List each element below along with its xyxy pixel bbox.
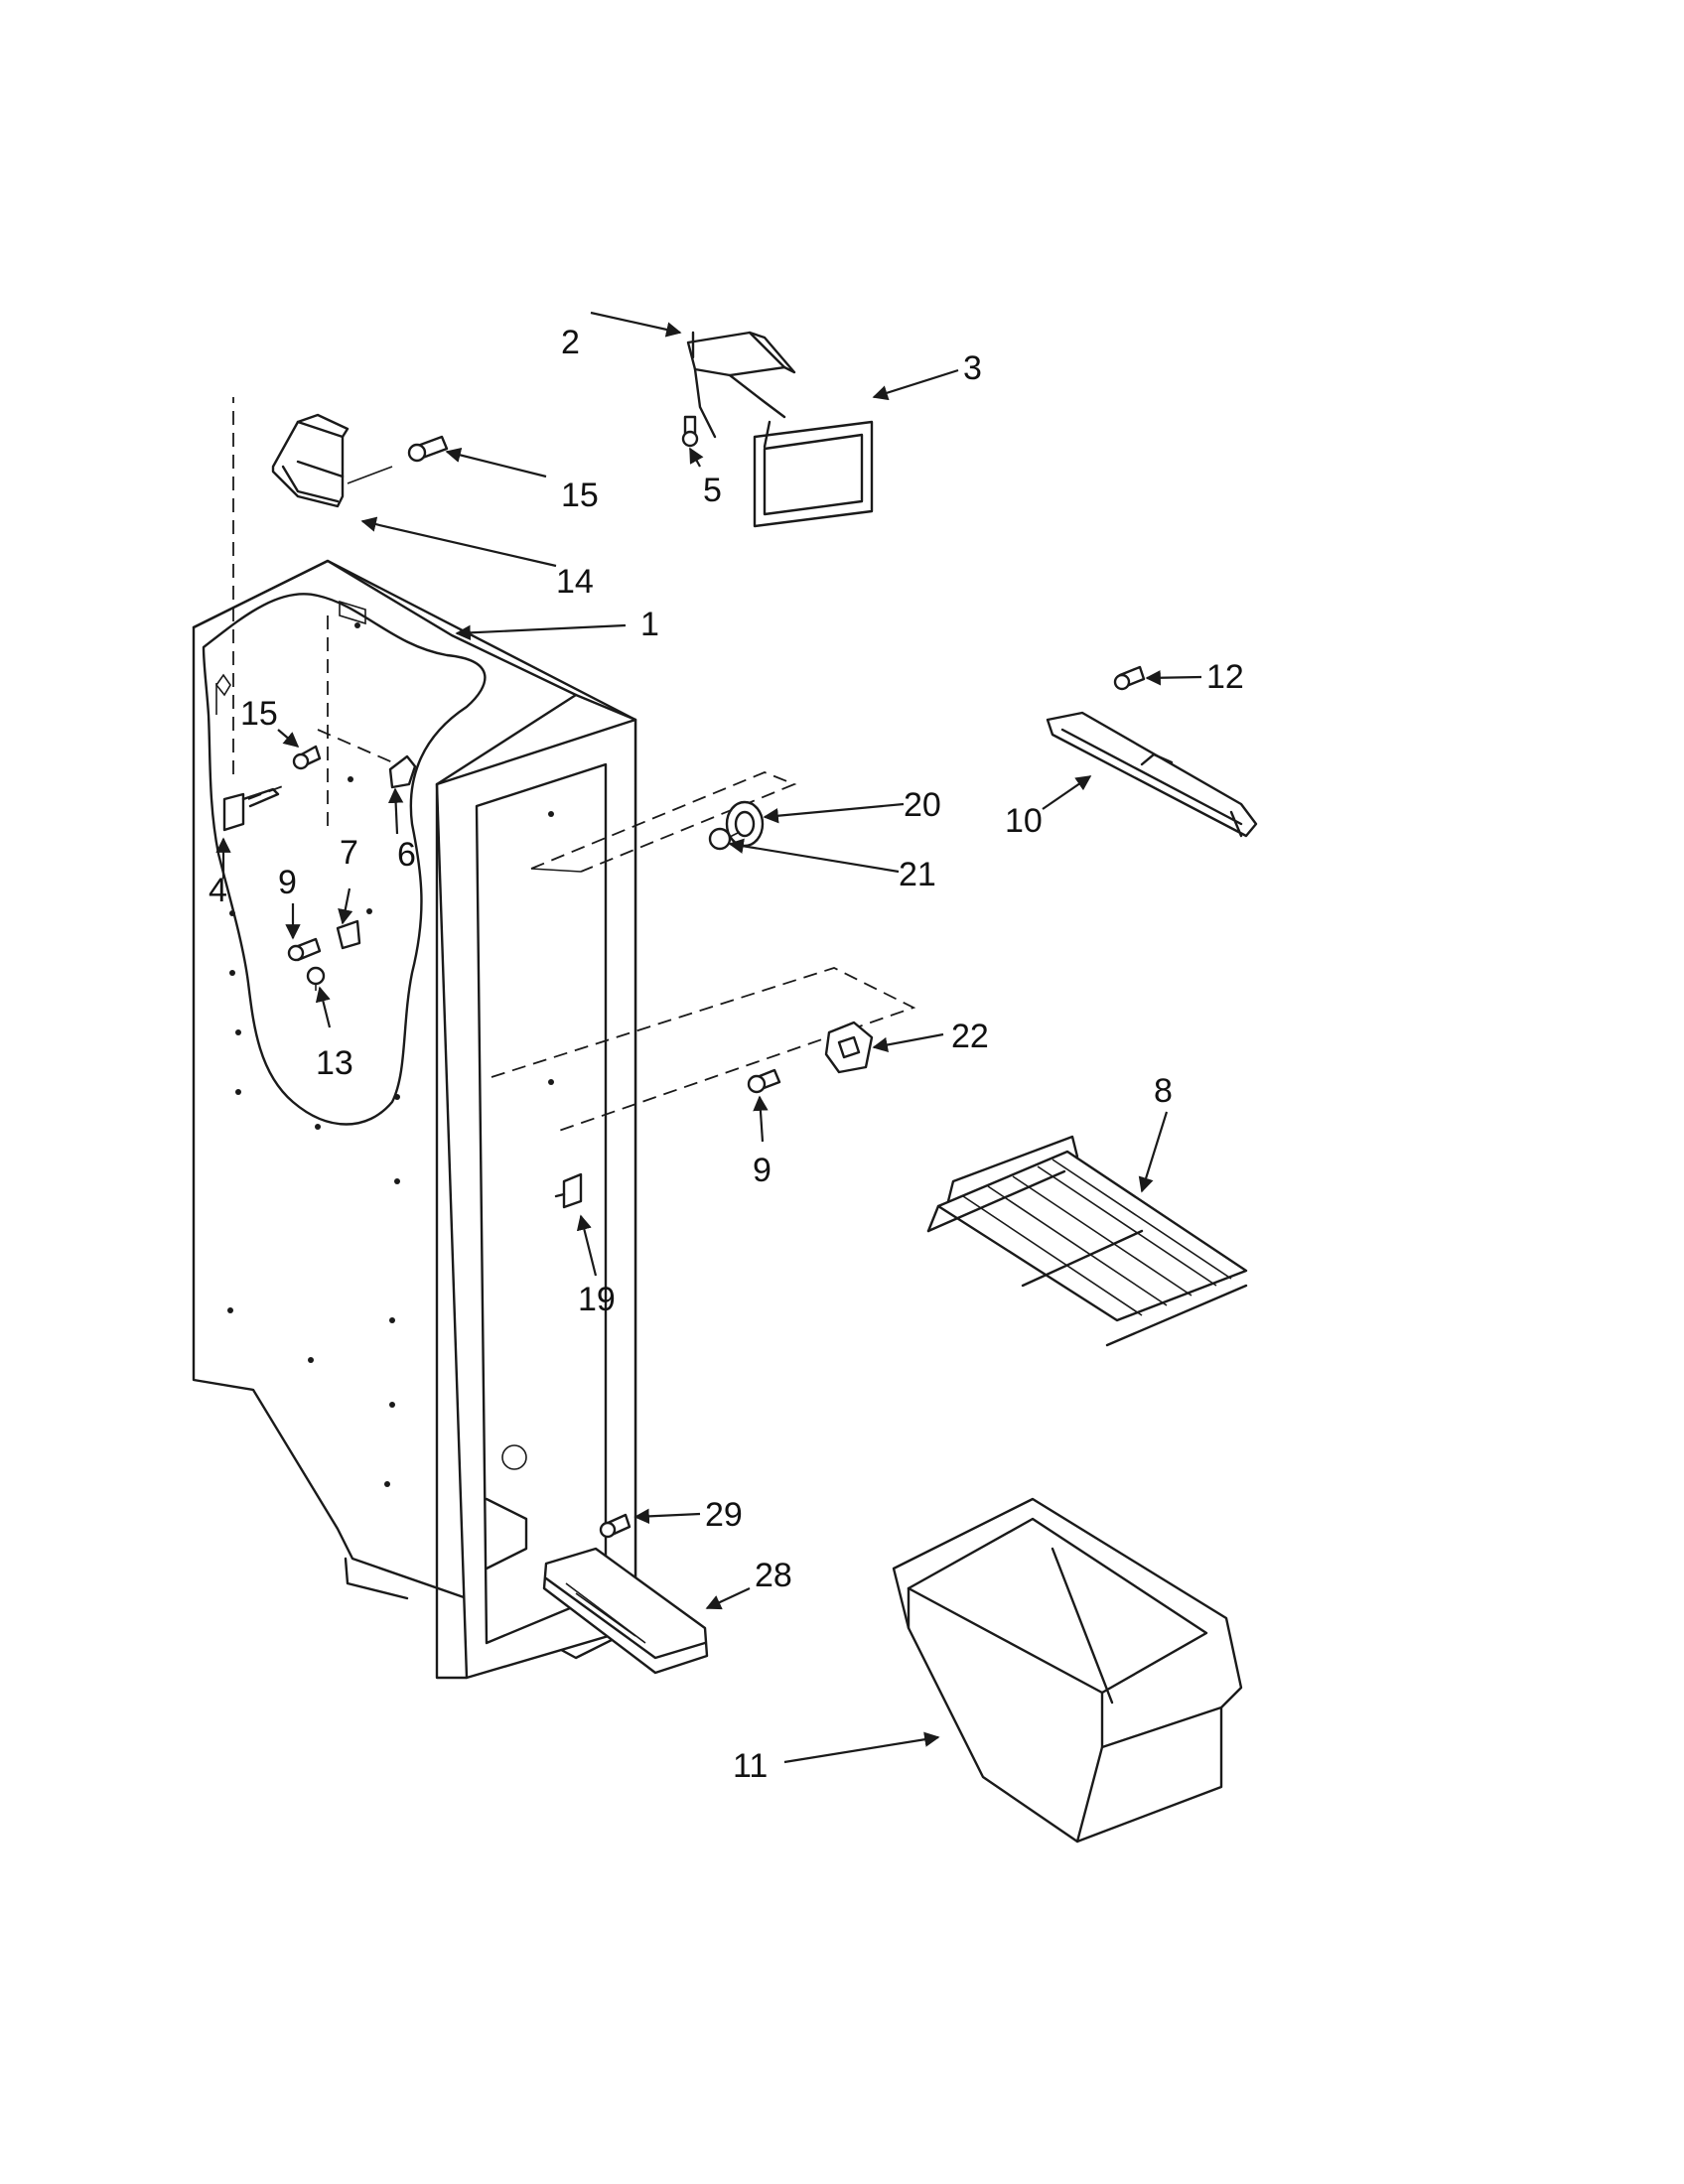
- screw-part-lower: [292, 745, 322, 770]
- callout-29: 29: [705, 1496, 743, 1534]
- callout-1: 1: [640, 606, 659, 643]
- callout-20: 20: [904, 786, 941, 824]
- bin-part: [892, 1497, 1243, 1843]
- callout-22: 22: [951, 1018, 989, 1055]
- shelf-rail-part: [1046, 711, 1258, 838]
- light-bracket-part: [686, 331, 796, 439]
- light-panel-outline: [530, 771, 797, 873]
- mounting-holes: [227, 622, 554, 1487]
- callout-15b: 15: [240, 695, 278, 733]
- callout-4: 4: [209, 872, 227, 909]
- screw-5-part: [681, 415, 699, 448]
- clip-part: [222, 787, 280, 832]
- callout-9a: 9: [278, 864, 297, 901]
- switch-part: [554, 1172, 583, 1209]
- screw-9b-part: [747, 1068, 781, 1094]
- callout-14: 14: [556, 563, 594, 601]
- retainer-part: [388, 754, 417, 789]
- freezer-liner-part: [192, 559, 637, 1680]
- callout-12: 12: [1206, 658, 1244, 696]
- screw-part: [347, 435, 449, 484]
- callout-8: 8: [1154, 1072, 1173, 1110]
- screw-13-part: [306, 966, 326, 991]
- callout-21: 21: [899, 856, 936, 893]
- callout-13: 13: [316, 1044, 353, 1082]
- callout-19: 19: [578, 1281, 616, 1318]
- callout-7: 7: [340, 834, 358, 872]
- callout-11: 11: [733, 1747, 768, 1785]
- callout-labels: 1 2 3 4 5 6 7 8 9 9 10 11 12 13 14 15 15…: [209, 324, 1244, 1785]
- light-socket-part: [725, 800, 765, 848]
- screw-12-part: [1113, 665, 1146, 691]
- callout-5: 5: [703, 472, 722, 509]
- light-shield-part: [753, 420, 874, 528]
- callout-15a: 15: [561, 477, 599, 514]
- callout-2: 2: [561, 324, 580, 361]
- wire-shelf-part: [926, 1135, 1248, 1347]
- toe-grille-part: [542, 1547, 709, 1675]
- callout-6: 6: [397, 836, 416, 874]
- screw-9-part: [287, 937, 322, 962]
- guide-part: [824, 1021, 874, 1074]
- callout-10: 10: [1005, 802, 1043, 840]
- callout-3: 3: [963, 349, 982, 387]
- callout-28: 28: [755, 1557, 792, 1594]
- callout-9b: 9: [753, 1152, 772, 1189]
- screw-29-part: [599, 1513, 632, 1539]
- rail-panel-outline: [491, 967, 916, 1133]
- leader-lines: [215, 311, 1202, 1764]
- hinge-bracket-part: [271, 413, 350, 508]
